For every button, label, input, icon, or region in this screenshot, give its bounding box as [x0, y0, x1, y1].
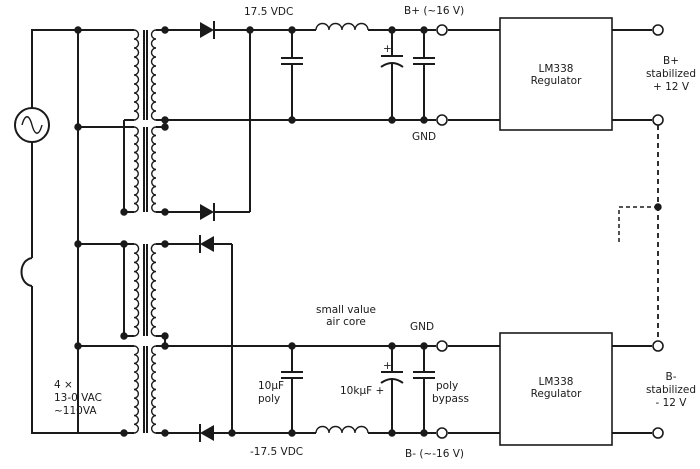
output-b-minus-label: B- [666, 371, 677, 383]
diode-top-1 [200, 21, 215, 39]
top-voltage-label: 17.5 VDC [244, 6, 293, 18]
regulator-bottom [499, 332, 613, 446]
output-b-plus-stabilized-label: stabilized [646, 68, 696, 80]
diode-top-2 [200, 203, 215, 221]
small-value-label: small value [316, 304, 376, 316]
gnd-bottom-label: GND [410, 321, 434, 333]
ground-symbol-icon [609, 245, 629, 263]
plus-sign-bottom: + [383, 360, 392, 372]
output-b-plus-voltage-label: + 12 V [653, 81, 690, 93]
bottom-voltage-label: -17.5 VDC [250, 446, 303, 458]
output-b-plus-label: B+ [663, 55, 679, 67]
air-core-label: air core [326, 316, 366, 328]
regulator-top-type: Regulator [531, 75, 582, 87]
cap-top-filter [281, 30, 303, 120]
transformer-4 [124, 345, 165, 434]
cap-bottom-filter [281, 346, 303, 433]
cap-bottom-electrolytic [380, 346, 404, 433]
mains-wiring [20, 26, 128, 437]
output-ground-link [618, 125, 662, 341]
cap-top-electrolytic [380, 30, 404, 120]
plus-sign-top: + [383, 43, 392, 55]
secondary-wiring [161, 26, 254, 437]
transformer-power-label: ~110VA [54, 405, 97, 417]
transformer-3 [124, 243, 165, 337]
cap-10kuf-label: 10kµF + [340, 385, 384, 397]
transformer-voltage-label: 13-0 VAC [54, 392, 102, 404]
transformer-count-label: 4 × [54, 379, 73, 391]
gnd-top-label: GND [412, 131, 436, 143]
output-b-minus-stabilized-label: stabilized [646, 384, 696, 396]
b-minus-raw-label: B- (~-16 V) [405, 448, 464, 460]
cap-10uf-label: 10µF [258, 380, 284, 392]
diode-bottom-1 [199, 235, 214, 253]
transformer-2 [124, 126, 165, 213]
cap-10uf-poly-label: poly [258, 393, 280, 405]
diode-bottom-2 [199, 424, 214, 442]
top-rail [165, 22, 664, 126]
regulator-bottom-name: LM338 [539, 376, 574, 388]
regulator-top [499, 17, 613, 131]
cap-top-bypass [413, 30, 435, 120]
transformer-1 [124, 29, 165, 121]
regulator-bottom-type: Regulator [531, 388, 582, 400]
cap-bottom-bypass [413, 346, 435, 433]
regulator-top-name: LM338 [539, 63, 574, 75]
poly-bypass-label-1: poly [436, 380, 458, 392]
b-plus-raw-label: B+ (~16 V) [404, 5, 464, 17]
poly-bypass-label-2: bypass [432, 393, 469, 405]
labels: 17.5 VDC B+ (~16 V) + GND small value ai… [54, 5, 696, 460]
output-b-minus-voltage-label: - 12 V [655, 397, 687, 409]
ac-source [14, 107, 50, 143]
